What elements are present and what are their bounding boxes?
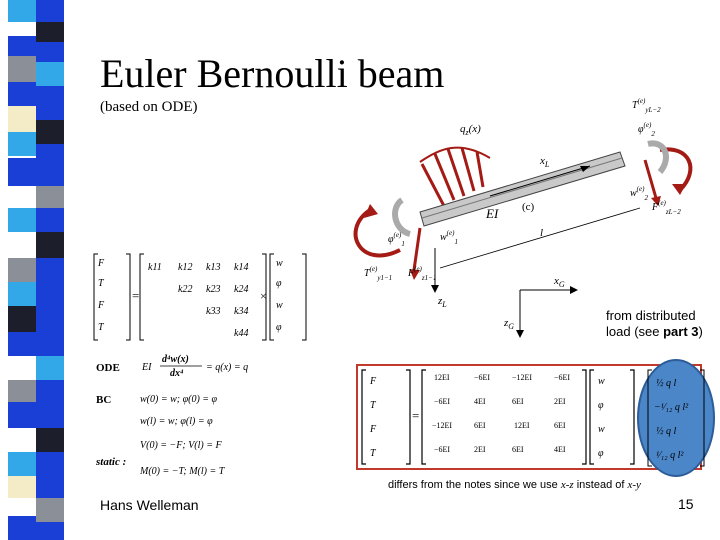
matrix-cell: k33: [206, 306, 220, 317]
svg-text:T(e)y1−1: T(e)y1−1: [364, 265, 392, 282]
svg-text:T: T: [98, 278, 105, 289]
load-curve: [419, 146, 491, 163]
svg-text:d⁴w(x): d⁴w(x): [162, 354, 189, 365]
axis-xL-label: xL: [539, 155, 550, 169]
svg-text:6EI: 6EI: [512, 445, 524, 454]
svg-text:w(e)2: w(e)2: [630, 185, 648, 202]
svg-text:6EI: 6EI: [554, 421, 566, 430]
note-line2-post: ): [698, 324, 703, 339]
svg-text:V(0) = −F; V(l) = F: V(0) = −F; V(l) = F: [140, 440, 222, 451]
note-text: from distributed load (see part 3): [606, 308, 716, 340]
svg-text:T: T: [98, 322, 105, 333]
distributed-load-vector: ½ q l −¹⁄₁₂ q l² ½ q l ¹⁄₁₂ q l²: [637, 359, 715, 477]
svg-text:w: w: [276, 258, 283, 269]
svg-text:×: ×: [260, 289, 267, 303]
svg-text:6EI: 6EI: [512, 397, 524, 406]
svg-text:w(e)1: w(e)1: [440, 229, 458, 246]
svg-text:T: T: [370, 448, 377, 459]
svg-text:w: w: [598, 424, 605, 435]
length-label: l: [540, 227, 543, 239]
differs-mid: instead of: [573, 479, 628, 491]
svg-text:−6EI: −6EI: [554, 373, 570, 382]
svg-text:φ: φ: [598, 448, 604, 459]
svg-text:= q(x) = q: = q(x) = q: [206, 362, 248, 373]
note-line2-pre: load (see: [606, 324, 664, 339]
slide-title: Euler Bernoulli beam: [100, 51, 445, 96]
svg-text:½ q l: ½ q l: [656, 426, 677, 437]
differs-text: differs from the notes since we use: [388, 479, 561, 491]
svg-text:−6EI: −6EI: [434, 445, 450, 454]
matrix-cell: k11: [148, 262, 162, 273]
svg-text:F(e)z1−1: F(e)z1−1: [407, 265, 436, 282]
matrix-cell: k23: [206, 284, 220, 295]
axis-zL-label: zL: [437, 295, 447, 309]
ode-block: ODE BC static : EI d⁴w(x) dx⁴ = q(x) = q…: [96, 352, 296, 492]
svg-text:w(0) = w; φ(0) = φ: w(0) = w; φ(0) = φ: [140, 394, 218, 405]
svg-text:φ(e)2: φ(e)2: [638, 121, 655, 138]
page-number: 15: [678, 496, 694, 512]
left-moment-arrow: [353, 208, 401, 258]
svg-text:2EI: 2EI: [554, 397, 566, 406]
svg-text:½ q l: ½ q l: [656, 378, 677, 389]
author: Hans Welleman: [100, 497, 199, 513]
stiffness-label: EI: [485, 206, 499, 221]
bc-label: BC: [96, 394, 112, 406]
differs-italic2: x-y: [627, 479, 641, 491]
fixed-end-force-equation: F T F T = 12EI −6EI −12EI −6EI −6EI 4EI 6EI 2EI −…: [361, 369, 645, 465]
svg-text:F: F: [97, 258, 105, 269]
note-line1: from distributed: [606, 308, 696, 323]
svg-text:M(0) = −T; M(l) = T: M(0) = −T; M(l) = T: [139, 466, 226, 477]
load-label: qz(x): [460, 123, 481, 137]
matrix-cell: k24: [234, 284, 248, 295]
decorative-stripe: [0, 0, 82, 540]
svg-text:=: =: [412, 408, 419, 423]
svg-text:−6EI: −6EI: [474, 373, 490, 382]
svg-text:F: F: [97, 300, 105, 311]
right-moment-arrow: [659, 147, 693, 192]
differs-note: differs from the notes since we use x-z …: [388, 479, 641, 491]
matrix-cell: k14: [234, 262, 248, 273]
matrix-cell: k34: [234, 306, 248, 317]
svg-text:2EI: 2EI: [474, 445, 486, 454]
svg-text:−12EI: −12EI: [512, 373, 532, 382]
static-label: static :: [96, 456, 127, 468]
beam-figure: qz(x) xL EI (c) l zL xG zG T(e)y1−1 F(e)…: [353, 97, 693, 338]
svg-text:φ: φ: [276, 278, 282, 289]
svg-text:w: w: [276, 300, 283, 311]
svg-text:4EI: 4EI: [554, 445, 566, 454]
svg-text:4EI: 4EI: [474, 397, 486, 406]
svg-text:−¹⁄₁₂ q l²: −¹⁄₁₂ q l²: [654, 402, 689, 413]
svg-text:F: F: [369, 376, 377, 387]
matrix-cell: k12: [178, 262, 192, 273]
svg-text:EI: EI: [141, 362, 152, 373]
svg-text:6EI: 6EI: [474, 421, 486, 430]
svg-text:w: w: [598, 376, 605, 387]
svg-text:φ: φ: [276, 322, 282, 333]
svg-text:φ: φ: [598, 400, 604, 411]
svg-text:−6EI: −6EI: [434, 397, 450, 406]
note-line2-bold: part 3: [663, 324, 699, 339]
ode-equations: EI d⁴w(x) dx⁴ = q(x) = q w(0) = w; φ(0) …: [139, 354, 248, 477]
svg-text:−12EI: −12EI: [432, 421, 452, 430]
ode-label: ODE: [96, 362, 120, 374]
svg-text:12EI: 12EI: [514, 421, 530, 430]
axis-zG-label: zG: [503, 317, 514, 331]
matrix-cell: k22: [178, 284, 192, 295]
svg-text:12EI: 12EI: [434, 373, 450, 382]
axis-xG-label: xG: [553, 275, 565, 289]
slide-subtitle: (based on ODE): [100, 99, 198, 115]
svg-text:F: F: [369, 424, 377, 435]
svg-text:F(e)zL−2: F(e)zL−2: [651, 199, 681, 216]
element-tag: (c): [522, 201, 535, 213]
svg-text:=: =: [132, 288, 139, 303]
svg-text:dx⁴: dx⁴: [170, 368, 184, 379]
svg-text:T(e)yL−2: T(e)yL−2: [632, 97, 661, 114]
differs-italic: x-z: [560, 479, 574, 491]
matrix-cell: k44: [234, 328, 248, 339]
svg-text:¹⁄₁₂ q l²: ¹⁄₁₂ q l²: [656, 450, 684, 461]
svg-text:w(l) = w; φ(l) = φ: w(l) = w; φ(l) = φ: [140, 416, 213, 427]
svg-text:T: T: [370, 400, 377, 411]
matrix-cell: k13: [206, 262, 220, 273]
